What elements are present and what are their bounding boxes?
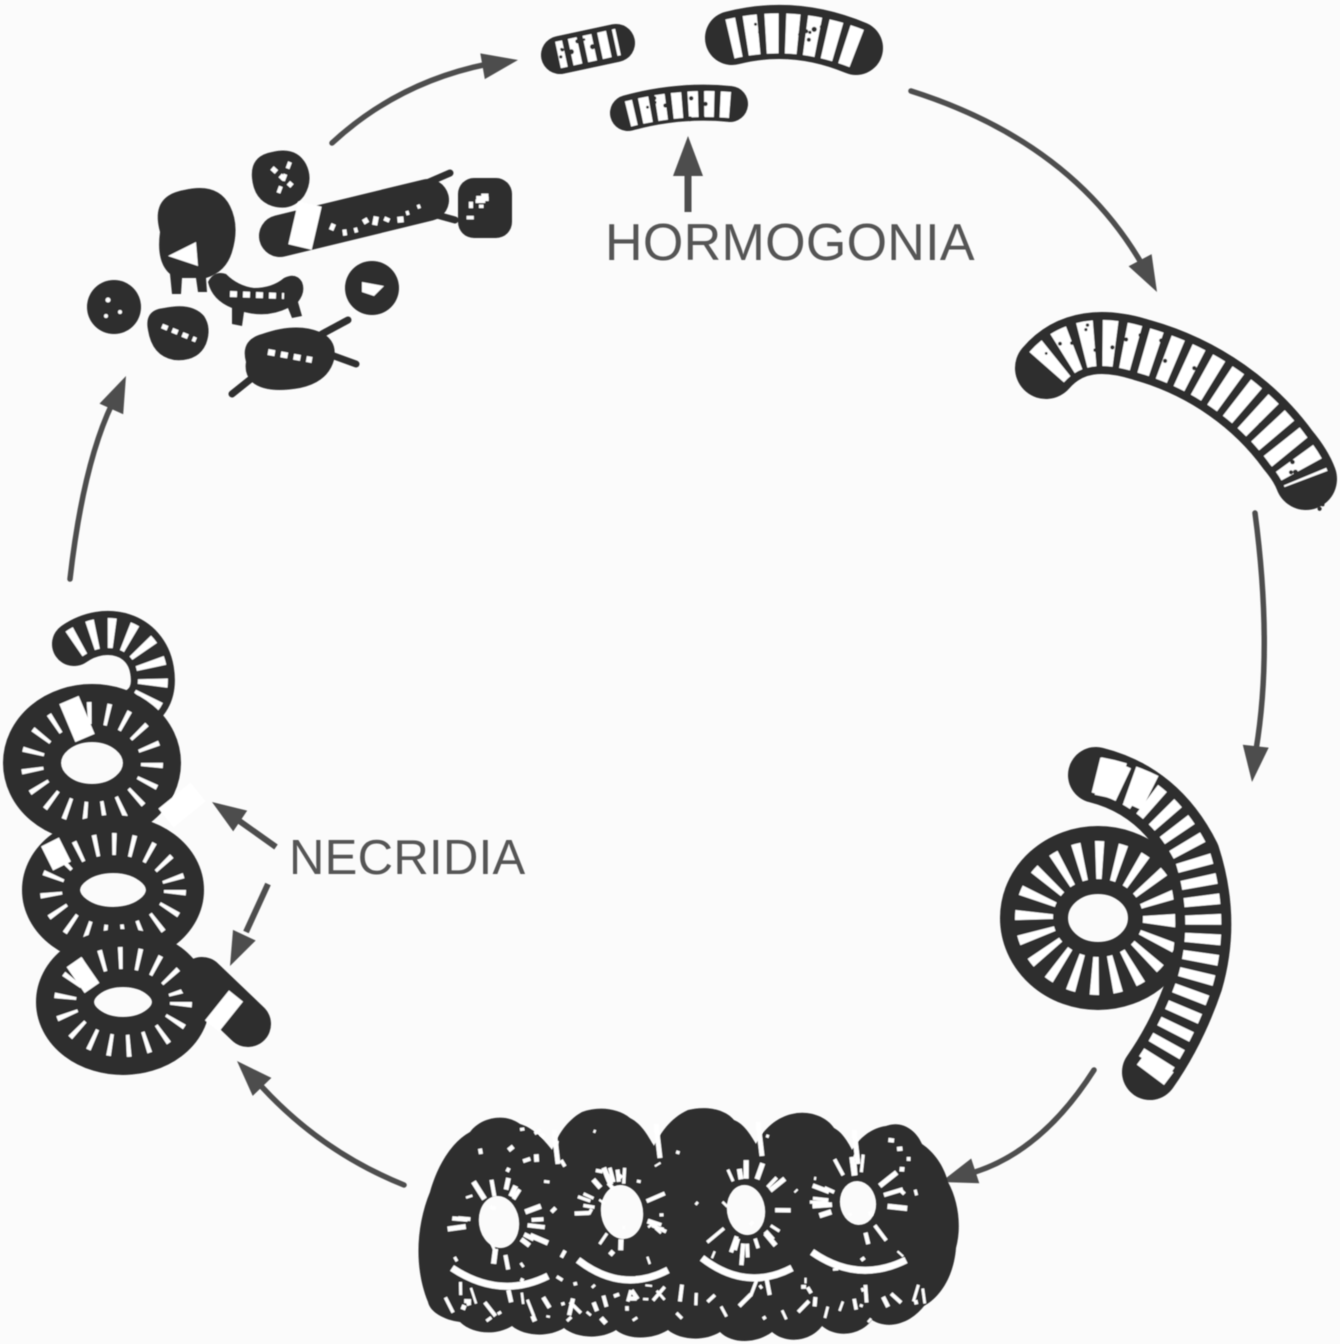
svg-text:NECRIDIA: NECRIDIA <box>289 831 526 885</box>
svg-text:HORMOGONIA: HORMOGONIA <box>605 214 975 272</box>
